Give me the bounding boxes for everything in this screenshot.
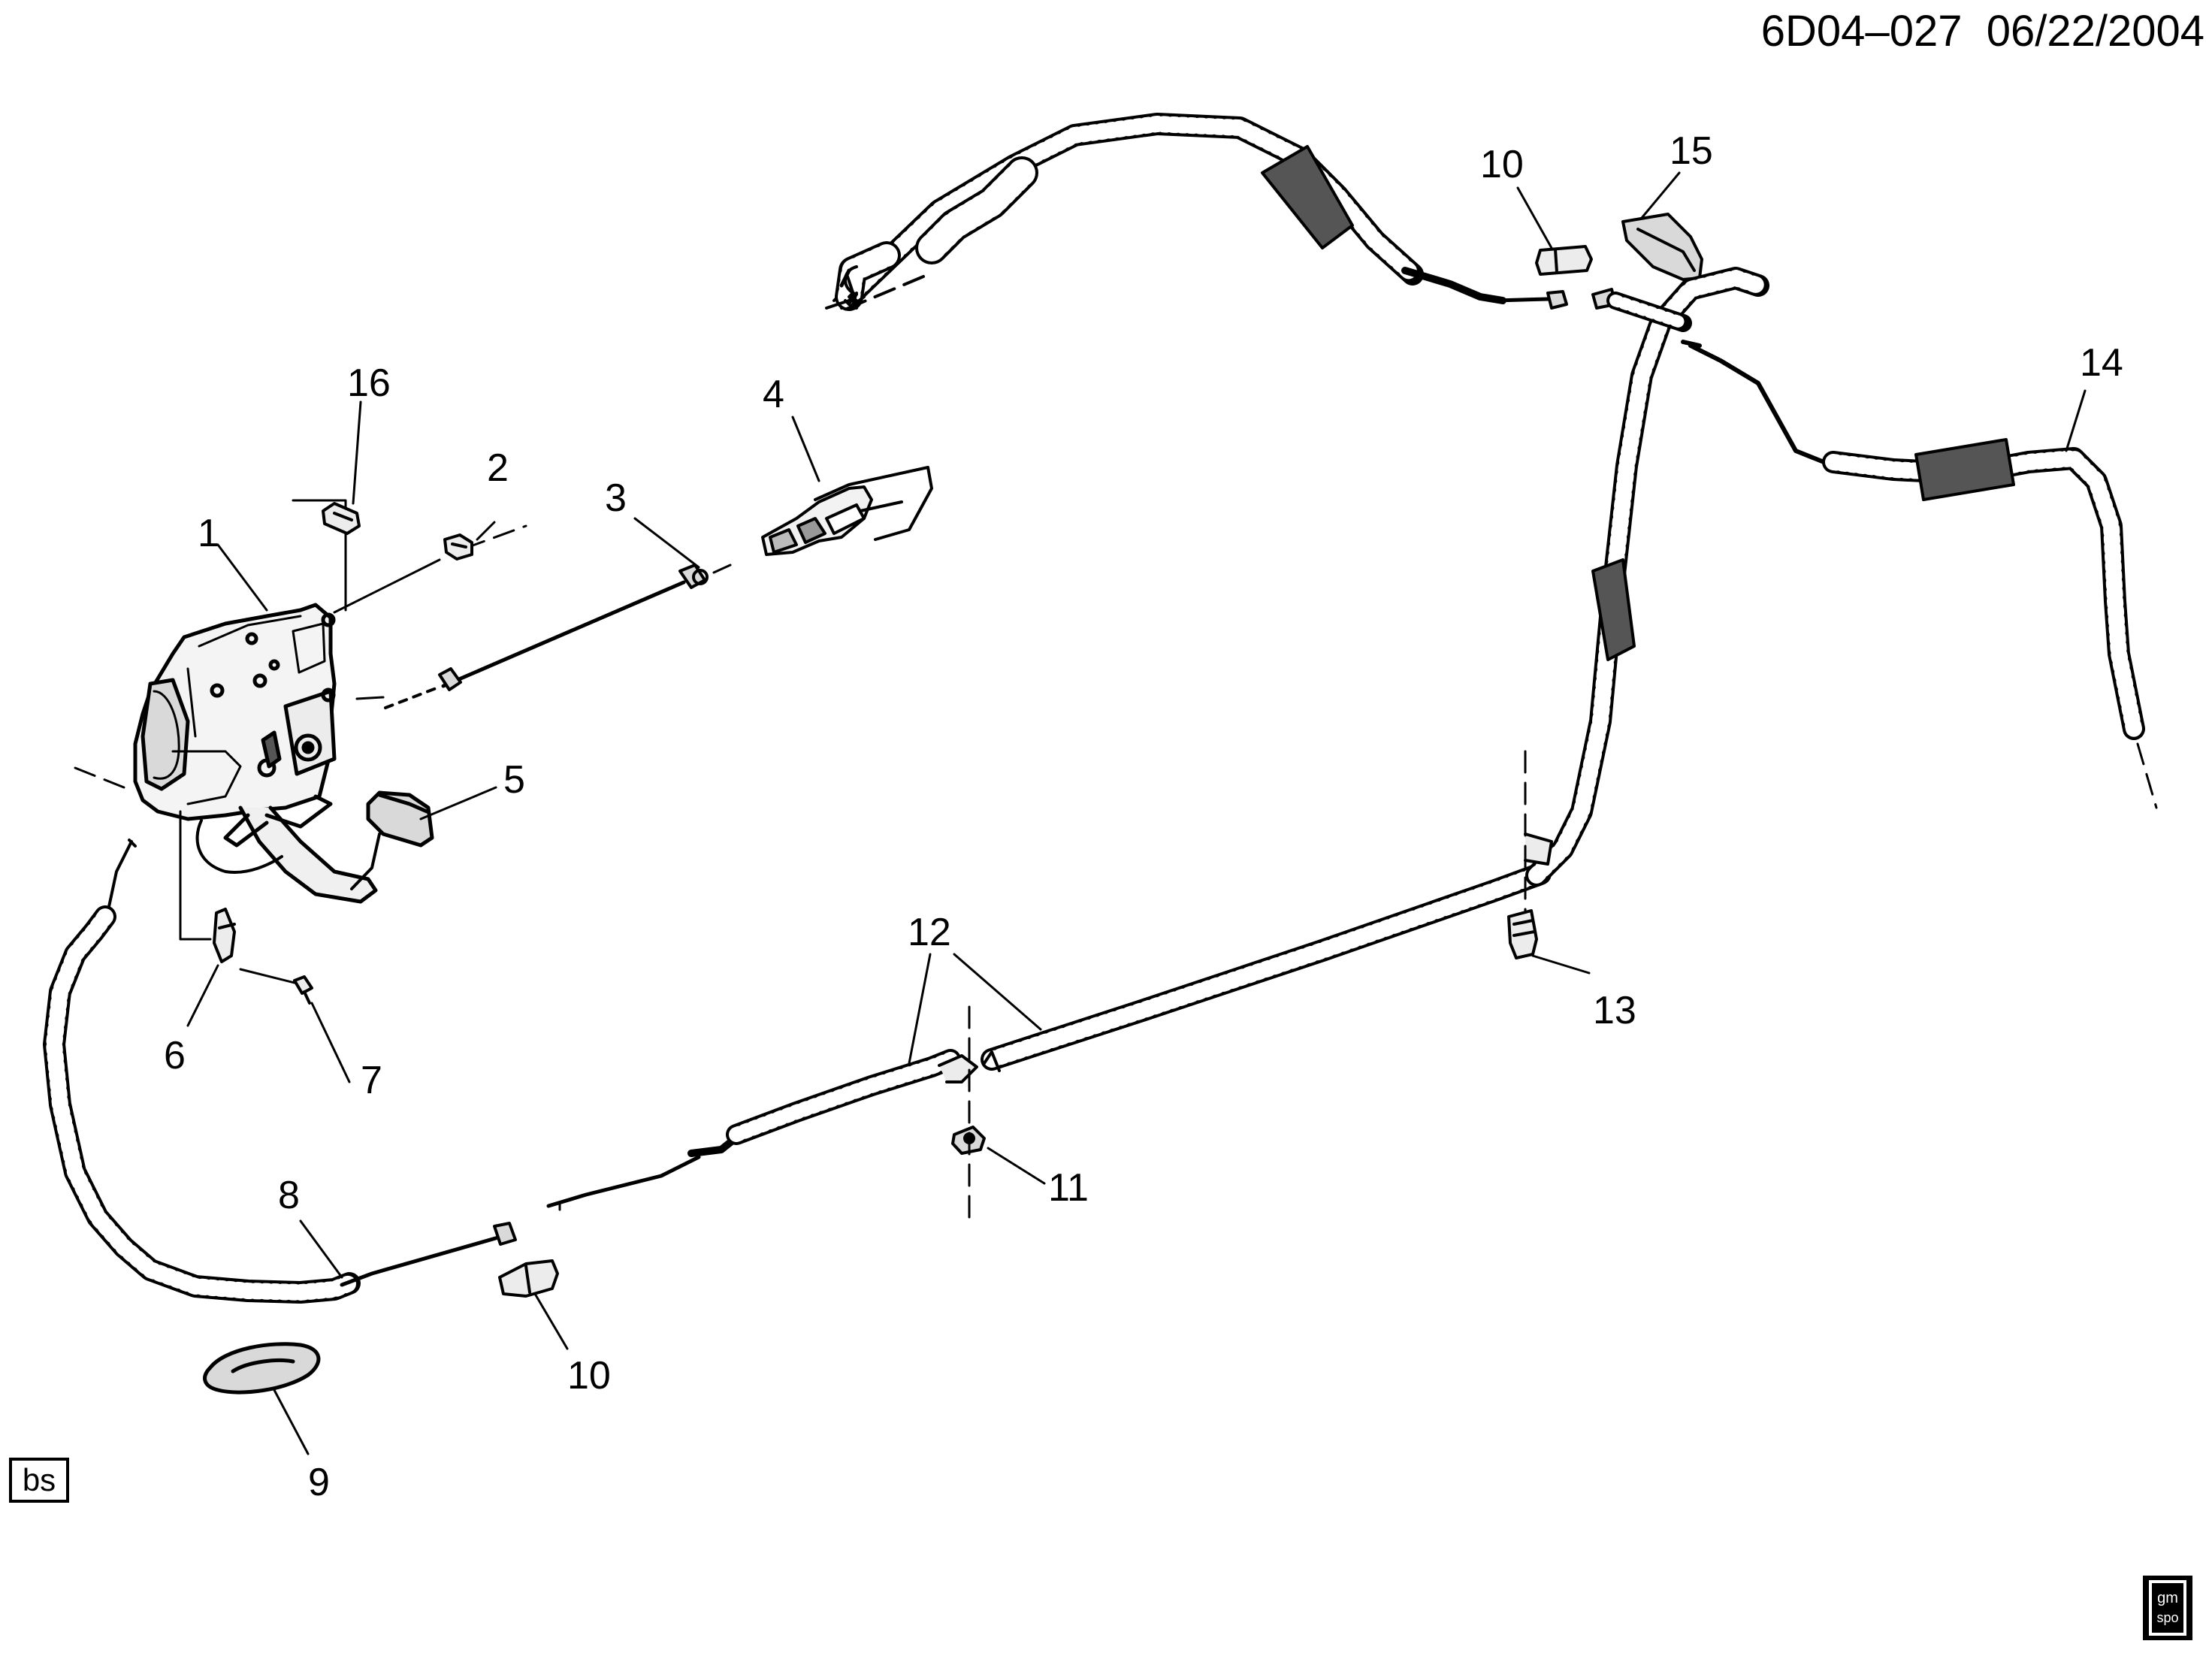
- callout-12: 12: [908, 911, 951, 954]
- grommet-9: [203, 1342, 321, 1395]
- right-rear-cable-14: [1681, 340, 2158, 809]
- upper-rear-cable: [825, 113, 1692, 332]
- bolt-13: [1507, 909, 1538, 959]
- pedal-pad-5: [366, 790, 434, 848]
- callout-3: 3: [605, 476, 627, 520]
- connector-10-upper: [1535, 245, 1593, 276]
- clip-15: [1621, 213, 1703, 281]
- callout-14: 14: [2080, 341, 2123, 385]
- logo-spo: spo: [2156, 1610, 2178, 1625]
- screw-7: [293, 975, 313, 1005]
- gmspo-logo: gm spo: [2143, 1576, 2192, 1640]
- callout-11: 11: [1048, 1166, 1089, 1210]
- front-cable-8: [43, 839, 517, 1304]
- callout-7: 7: [361, 1059, 382, 1102]
- pedal-leaders: [74, 499, 527, 986]
- rear-center-cable: [1524, 267, 1769, 948]
- logo-gm: gm: [2157, 1590, 2178, 1606]
- diagram-code-box: bs: [9, 1458, 69, 1503]
- pedal-assembly: [133, 603, 381, 904]
- callout-2: 2: [487, 446, 509, 490]
- callout-8: 8: [278, 1174, 300, 1217]
- callout-4: 4: [763, 373, 784, 416]
- drawing-header: 6D04–027 06/22/2004: [1761, 6, 2204, 56]
- release-handle-4: [761, 466, 933, 556]
- rod-3: [384, 564, 732, 709]
- callout-6: 6: [164, 1034, 186, 1077]
- clip-6: [213, 908, 236, 963]
- callout-5: 5: [503, 758, 525, 802]
- diagram-code: bs: [22, 1462, 56, 1497]
- callout-13: 13: [1593, 989, 1636, 1032]
- nut-2: [443, 533, 473, 561]
- callout-10-lower: 10: [567, 1354, 611, 1398]
- bolt-16: [322, 502, 361, 535]
- middle-cable-12: [546, 863, 1552, 1211]
- callout-10-upper: 10: [1480, 143, 1524, 186]
- callout-1: 1: [198, 512, 219, 555]
- connector-10-lower: [498, 1259, 559, 1298]
- drawing-id: 6D04–027: [1760, 7, 1963, 56]
- callout-9: 9: [308, 1461, 330, 1504]
- callout-16: 16: [347, 361, 391, 405]
- drawing-date: 06/22/2004: [1986, 7, 2204, 56]
- callout-15: 15: [1670, 129, 1713, 173]
- callout-leaders: [186, 171, 2087, 1455]
